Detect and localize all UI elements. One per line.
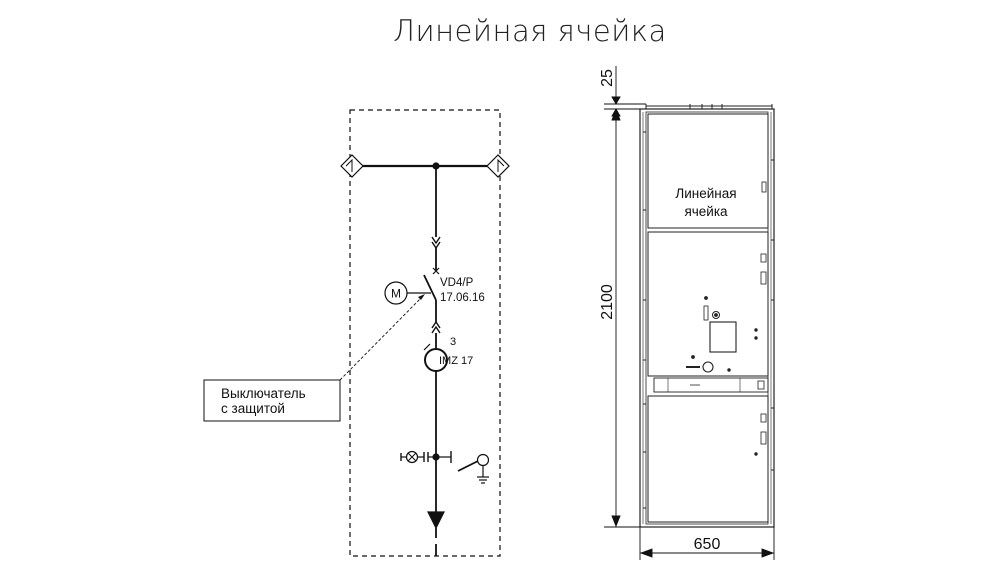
lower-plug-contact xyxy=(431,320,441,334)
panel-label-line1: Линейная xyxy=(675,186,736,201)
breaker-type-label: VD4/P xyxy=(440,277,474,289)
relay-arrow xyxy=(423,343,431,351)
breaker-compartment-door xyxy=(647,231,769,377)
panel-label-line2: ячейка xyxy=(684,204,728,219)
dim-width-value: 650 xyxy=(694,536,721,553)
page-title: Линейная ячейка xyxy=(393,14,667,48)
breaker-blade xyxy=(423,274,437,301)
breaker-button xyxy=(712,311,720,319)
cabinet-front-view xyxy=(639,104,775,528)
earthing-operating-hole xyxy=(702,361,714,373)
busbar-terminal-right xyxy=(486,154,510,178)
interlock-strip xyxy=(653,377,769,393)
cabinet-roof xyxy=(645,104,773,109)
relay-number-label: 3 xyxy=(450,336,456,348)
callout-box xyxy=(203,379,341,422)
motor-symbol-label: M xyxy=(391,287,401,301)
relay-type-label: IMZ 17 xyxy=(439,355,473,367)
outgoing-feeder-arrow xyxy=(427,511,445,530)
busbar-terminal-left xyxy=(340,154,364,178)
breaker-operating-window xyxy=(709,321,737,353)
cabinet-frame xyxy=(639,108,775,528)
single-line-schematic xyxy=(203,109,510,557)
cable-compartment-door xyxy=(647,395,769,523)
callout-text-line2: с защитой xyxy=(221,401,285,416)
callout-leader xyxy=(339,295,424,381)
dimension-lines xyxy=(604,66,775,560)
cell-boundary xyxy=(349,109,501,557)
dim-height-value: 2100 xyxy=(599,284,616,320)
breaker-code-label: 17.06.16 xyxy=(440,292,485,304)
upper-compartment-door xyxy=(647,113,769,229)
callout-text-line1: Выключатель xyxy=(221,386,306,401)
upper-plug-contact xyxy=(431,236,441,250)
voltage-indicator-branch xyxy=(400,450,436,464)
dim-top-value: 25 xyxy=(599,69,616,87)
earthing-switch xyxy=(436,451,490,484)
breaker-contact-mark xyxy=(432,267,440,275)
breaker-indicator xyxy=(703,305,709,321)
